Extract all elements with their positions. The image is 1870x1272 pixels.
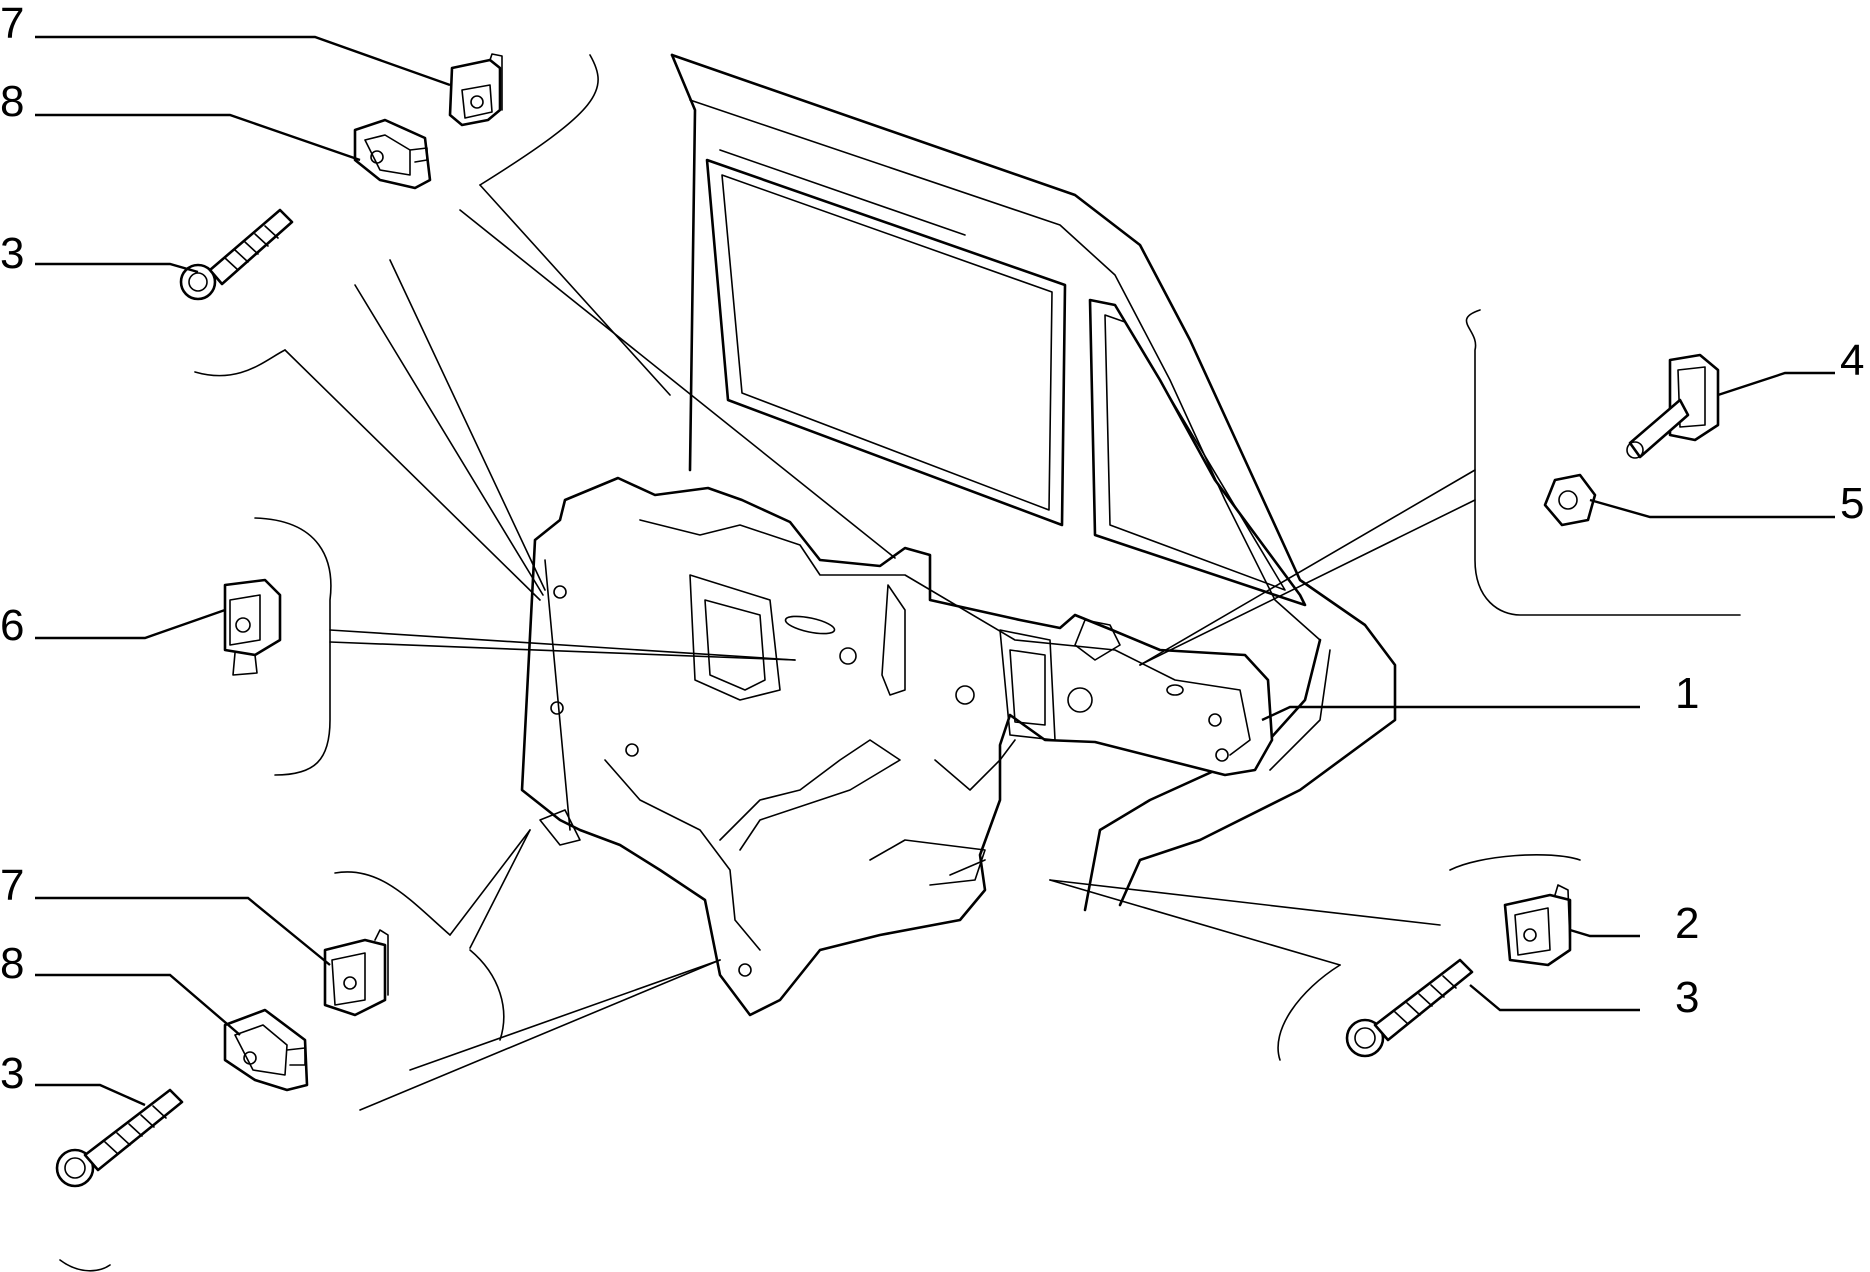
door-outline	[670, 53, 1397, 912]
callout-7-bottom: 7	[0, 861, 24, 910]
clip-7-bottom	[323, 929, 389, 1017]
zone-brackets	[59, 54, 1741, 1272]
callout-6: 6	[0, 601, 24, 650]
clip-2	[1503, 884, 1572, 967]
callout-8-bottom: 8	[0, 939, 24, 988]
callout-leaders	[35, 35, 1835, 1107]
callout-3-top: 3	[0, 229, 24, 278]
screw-3-left	[55, 1088, 184, 1188]
callout-8-top: 8	[0, 77, 24, 126]
group-leaders	[284, 184, 1476, 1111]
screw-3-right	[1345, 958, 1474, 1058]
clip-8-top	[353, 118, 432, 190]
callout-5: 5	[1840, 479, 1864, 528]
window-frame	[705, 158, 1307, 607]
callout-3-bottom-left: 3	[0, 1049, 24, 1098]
clip-8-bottom	[223, 1008, 309, 1092]
callout-3-bottom-right: 3	[1675, 973, 1699, 1022]
callout-7-top: 7	[0, 0, 24, 48]
callout-labels: 7 8 3 6 7 8 3 4 5 1 2 3	[0, 0, 1864, 1098]
clip-4	[1626, 353, 1720, 459]
clip-7-top	[448, 53, 503, 127]
callout-4: 4	[1840, 336, 1864, 385]
callout-2: 2	[1675, 899, 1699, 948]
clip-6	[223, 578, 282, 676]
window-regulator-plate	[520, 476, 1274, 1017]
screw-3-top	[179, 208, 294, 301]
nut-5	[1543, 473, 1597, 527]
callout-1: 1	[1675, 669, 1699, 718]
